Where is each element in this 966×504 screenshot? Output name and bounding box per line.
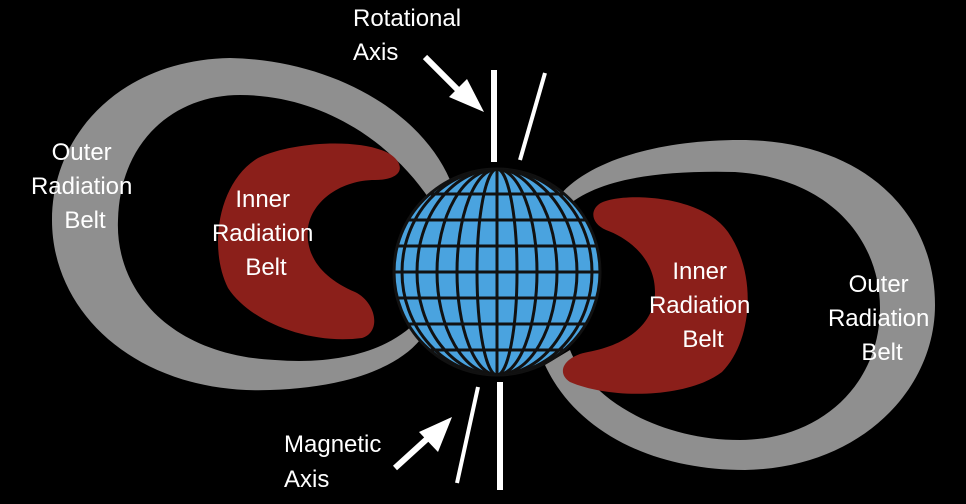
magnetic-axis [455, 72, 547, 484]
magnetic-axis-arrow [392, 417, 452, 471]
earth-globe [392, 167, 602, 377]
label-outer-radiation-belt-right: Outer Radiation Belt [828, 271, 936, 366]
inner-radiation-belt-right [562, 197, 748, 394]
label-inner-radiation-belt-left: Inner Radiation Belt [212, 186, 320, 281]
inner-radiation-belt-left [218, 143, 400, 340]
rotational-axis [491, 70, 503, 490]
label-rotational-axis: Rotational Axis [353, 5, 468, 66]
rotational-axis-arrow [422, 54, 484, 112]
label-magnetic-axis: Magnetic Axis [284, 431, 388, 493]
label-outer-radiation-belt-left: Outer Radiation Belt [31, 139, 139, 234]
label-inner-radiation-belt-right: Inner Radiation Belt [649, 258, 757, 353]
